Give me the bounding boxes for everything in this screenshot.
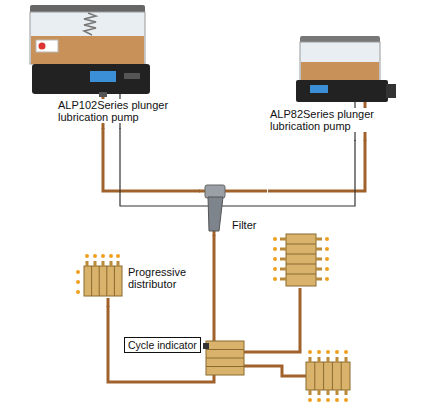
node-label: Filter: [232, 219, 266, 231]
distributor-illustration: [76, 254, 122, 296]
segment-lines: [206, 350, 244, 367]
logo: [39, 43, 46, 50]
segment-lines: [92, 266, 115, 296]
filter-unit: Filter: [200, 186, 268, 235]
segment-lines: [315, 362, 341, 390]
reservoir: [30, 12, 145, 64]
node-label: Progressive distributor: [128, 266, 194, 290]
pump-illustration: [30, 5, 150, 97]
pump-illustration: [296, 36, 396, 102]
pump-base: [32, 64, 150, 94]
filter-illustration: [205, 185, 225, 231]
grease-pipe: [108, 235, 214, 382]
node-label: ALP82Series plunger lubrication pump: [270, 108, 385, 132]
lube-points: [273, 237, 329, 281]
lube-points: [76, 254, 120, 294]
lube-points: [308, 350, 348, 402]
pump-base: [296, 80, 388, 102]
distributor-illustration: [203, 341, 244, 375]
pump-unit: ALP102Series plunger lubrication pump: [20, 4, 175, 128]
grease-pipe: [268, 140, 365, 191]
filter-leg: [208, 197, 223, 231]
grease: [301, 62, 379, 82]
grease: [31, 36, 144, 64]
button: [124, 73, 140, 79]
pump-unit: ALP82Series plunger lubrication pump: [262, 34, 402, 140]
distributor-body: [306, 362, 350, 390]
node-label: Cycle indicator: [128, 339, 197, 351]
logo-plate: [36, 40, 58, 52]
pipe: [107, 298, 110, 307]
outlets: [310, 357, 346, 395]
spring: [84, 13, 96, 35]
reservoir: [300, 42, 380, 82]
pipe: [244, 288, 300, 352]
return-line: [120, 128, 355, 206]
distributor-body: [286, 234, 316, 286]
display: [310, 85, 328, 93]
segment-lines: [286, 244, 316, 274]
cycle-sensor: [203, 343, 209, 349]
filter-body: [205, 185, 225, 198]
display: [90, 71, 116, 82]
distributor-illustration: [273, 234, 329, 286]
indicator-box: Cycle indicator: [124, 337, 201, 353]
side-fitting: [386, 84, 396, 98]
node-label: ALP102Series plunger lubrication pump: [58, 99, 173, 123]
outlet: [99, 92, 107, 97]
pipe: [244, 366, 306, 376]
distributor-body: [206, 341, 244, 375]
outlets: [280, 239, 322, 279]
distributor-body: [84, 266, 122, 296]
outlets: [87, 261, 118, 266]
distributor-illustration: [306, 350, 350, 402]
grease-pipe: [103, 128, 200, 191]
distributor-unit: Progressive distributor: [72, 258, 196, 306]
